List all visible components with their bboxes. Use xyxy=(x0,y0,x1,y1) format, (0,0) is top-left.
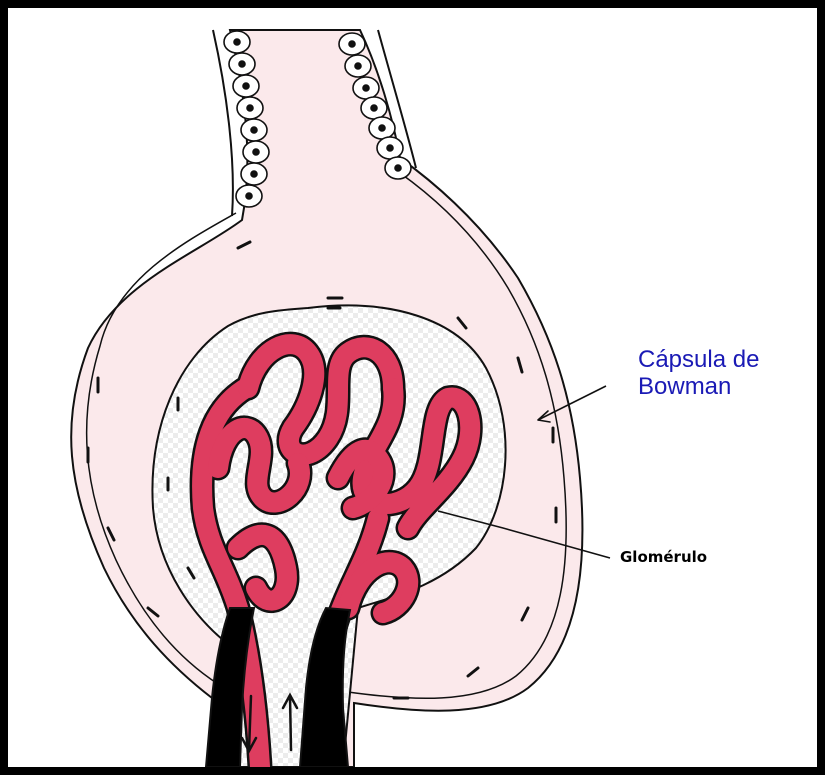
cell-nucleus xyxy=(247,105,253,111)
tubule-left-wall xyxy=(213,30,233,216)
label-capsula-de-bowman: Cápsula de Bowman xyxy=(638,346,759,400)
cell-nucleus xyxy=(363,85,369,91)
cell-nucleus xyxy=(371,105,377,111)
cell-nucleus xyxy=(251,171,257,177)
cell-nucleus xyxy=(387,145,393,151)
cell-nucleus xyxy=(395,165,401,171)
label-glomerulo: Glomérulo xyxy=(620,548,707,566)
cell-nucleus xyxy=(355,63,361,69)
cell-nucleus xyxy=(234,39,240,45)
cell-nucleus xyxy=(246,193,252,199)
cell-nucleus xyxy=(239,61,245,67)
label-capsula-line1: Cápsula de xyxy=(638,346,759,373)
diagram-canvas: Cápsula de Bowman Glomérulo xyxy=(8,8,817,767)
cell-nucleus xyxy=(379,125,385,131)
label-capsula-line2: Bowman xyxy=(638,373,759,400)
cell-nucleus xyxy=(349,41,355,47)
cell-nucleus xyxy=(243,83,249,89)
cell-nucleus xyxy=(253,149,259,155)
cell-nucleus xyxy=(251,127,257,133)
